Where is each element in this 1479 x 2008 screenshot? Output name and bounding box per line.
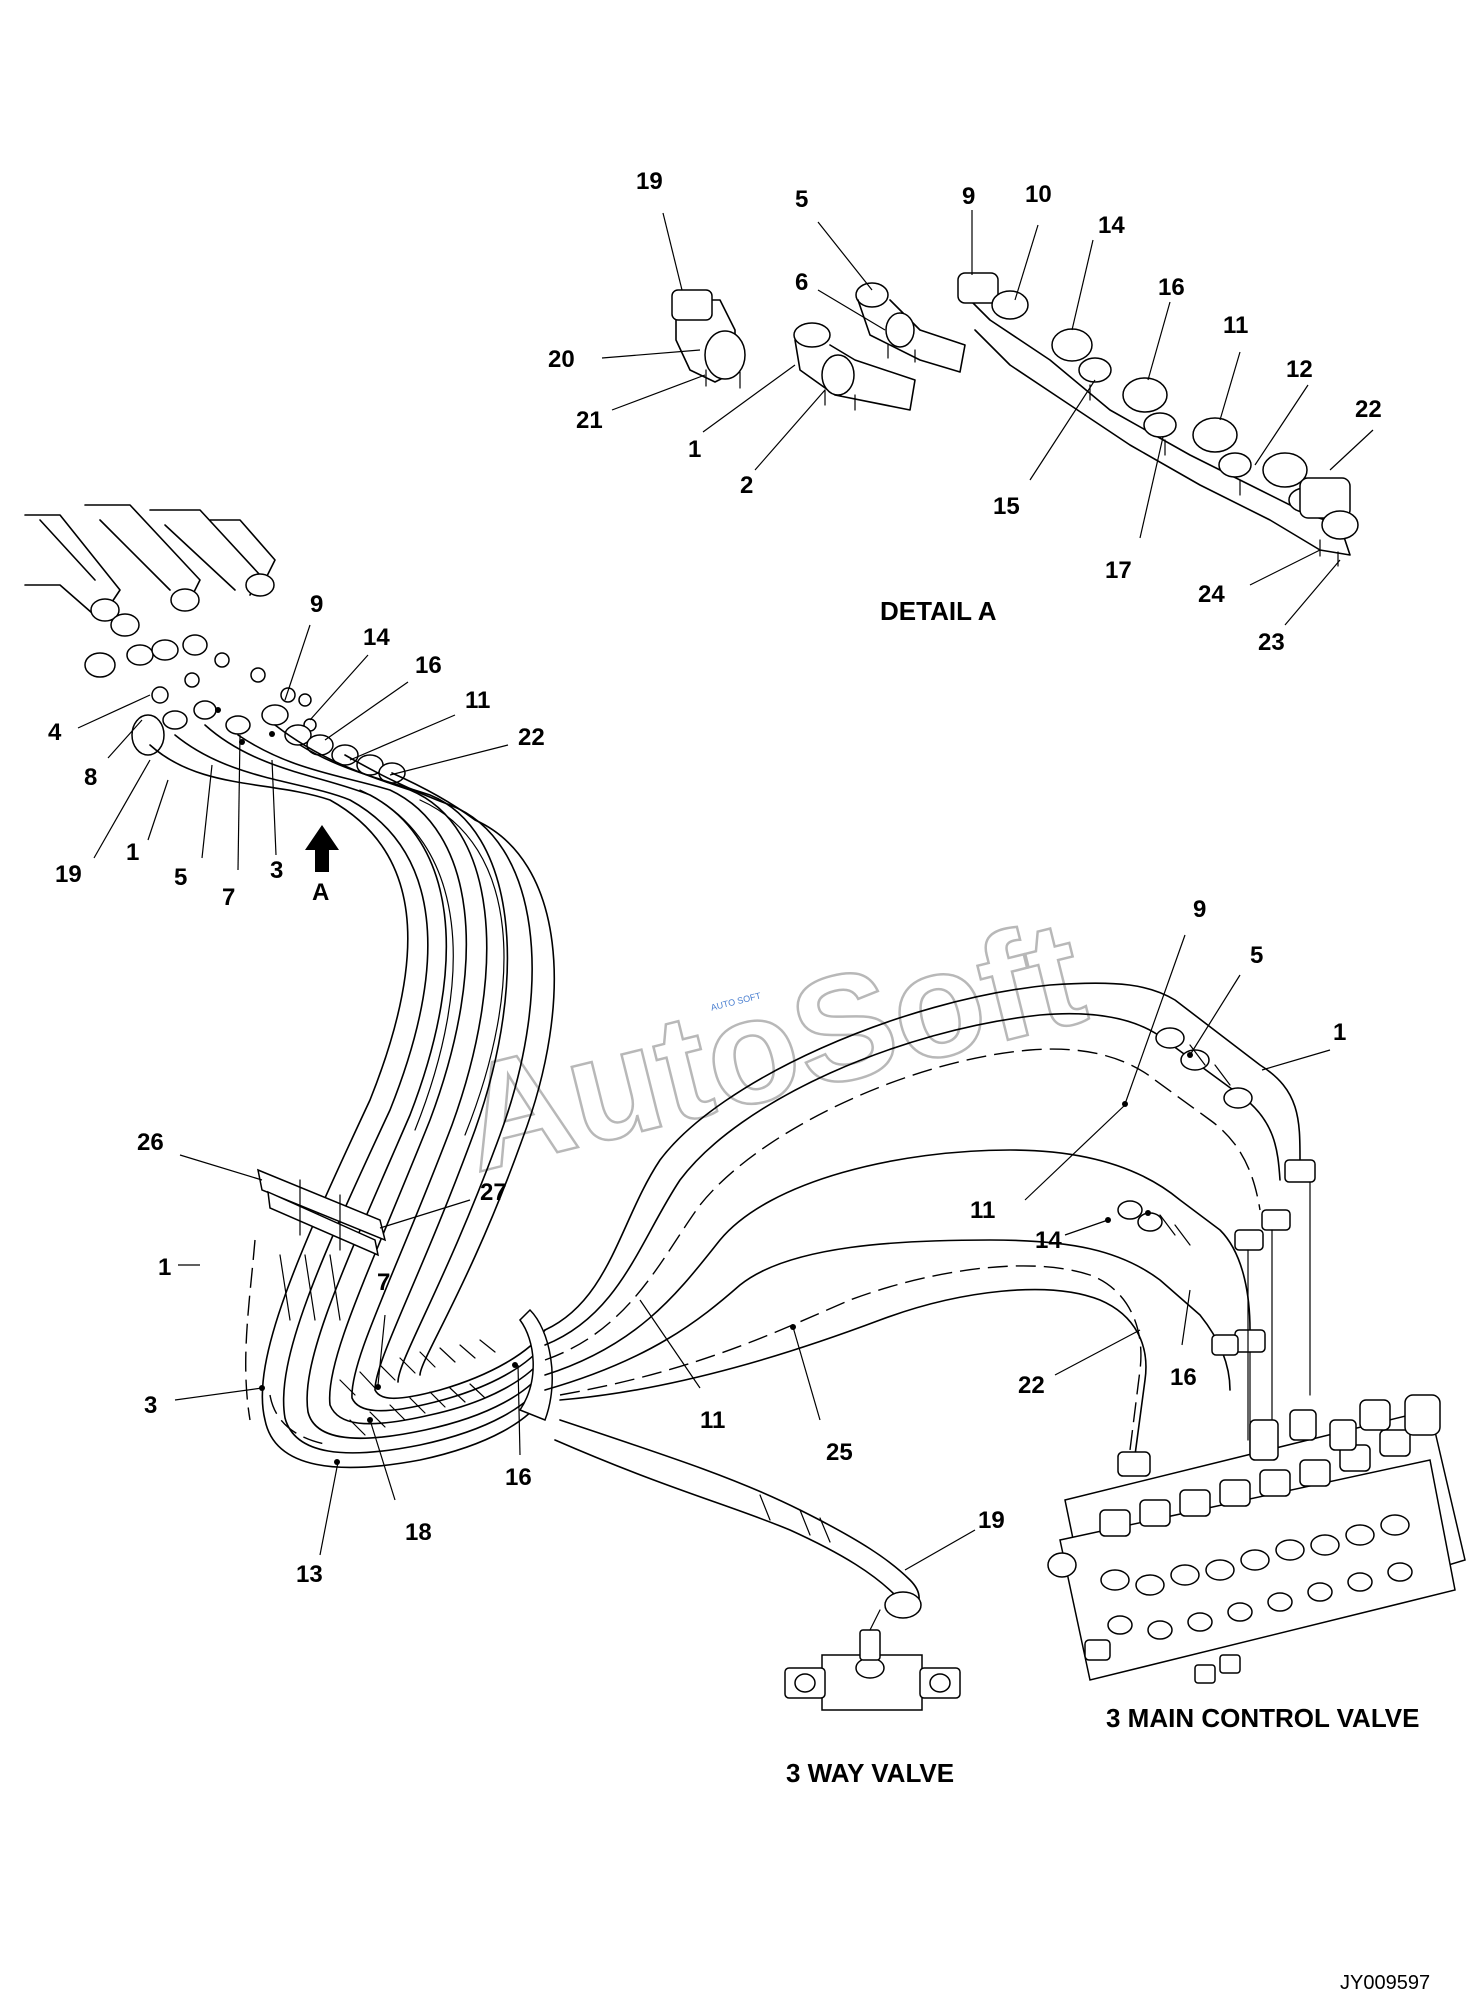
callout: 21	[576, 407, 603, 434]
main-control-valve-illustration	[1047, 1394, 1466, 1684]
callout: 5	[174, 864, 187, 891]
document-id: JY009597	[1340, 1972, 1430, 1994]
callout: 17	[1105, 557, 1132, 584]
hoses-to-valves	[544, 982, 1316, 1619]
three-way-valve-illustration	[784, 1609, 961, 1711]
callout: 16	[505, 1464, 532, 1491]
callout: 2	[740, 472, 753, 499]
hose-bundle	[149, 707, 556, 1469]
callout: 24	[1198, 581, 1225, 608]
callout: 11	[700, 1407, 725, 1434]
callout: 4	[48, 719, 62, 746]
callout: 14	[1035, 1227, 1062, 1254]
callout: 11	[970, 1197, 995, 1224]
callout: 11	[1223, 312, 1248, 339]
callout: 3	[144, 1392, 157, 1419]
callout: 1	[688, 436, 701, 463]
callout: 10	[1025, 181, 1052, 208]
callout: 1	[158, 1254, 171, 1281]
callout: 18	[405, 1519, 432, 1546]
callout: 16	[1158, 274, 1185, 301]
callout: 19	[636, 168, 663, 195]
callout: 3	[270, 857, 283, 884]
callout: 25	[826, 1439, 853, 1466]
main-control-valve-label: 3 MAIN CONTROL VALVE	[1106, 1703, 1419, 1733]
callout: 5	[795, 186, 808, 213]
callout: 1	[1333, 1019, 1346, 1046]
callout: 22	[1355, 396, 1382, 423]
callout: 23	[1258, 629, 1285, 656]
detail-a-callouts: 19 5 9 10 14 16 11 12 22 20 6 21 1 2 15 …	[548, 168, 1382, 656]
callout: 16	[415, 652, 442, 679]
callout: 19	[978, 1507, 1005, 1534]
callout: 7	[377, 1269, 390, 1296]
callout: 22	[1018, 1372, 1045, 1399]
callout: 16	[1170, 1364, 1197, 1391]
view-arrow-a: A	[305, 825, 339, 906]
callout: 9	[1193, 896, 1206, 923]
callout: 8	[84, 764, 97, 791]
three-way-valve-label: 3 WAY VALVE	[786, 1758, 954, 1788]
callout: 7	[222, 884, 235, 911]
detail-a-illustration	[671, 272, 1359, 567]
arrow-label: A	[312, 879, 329, 906]
callout: 6	[795, 269, 808, 296]
callout: 14	[363, 624, 390, 651]
callout: 26	[137, 1129, 164, 1156]
watermark: AutoSoft AUTO SOFT	[443, 886, 1100, 1205]
watermark-text: AutoSoft	[444, 887, 1099, 1203]
callout: 9	[962, 183, 975, 210]
callout: 22	[518, 724, 545, 751]
callout: 1	[126, 839, 139, 866]
callout: 27	[480, 1179, 507, 1206]
upper-fitting-cluster	[24, 504, 406, 784]
callout: 14	[1098, 212, 1125, 239]
callout: 9	[310, 591, 323, 618]
callout: 5	[1250, 942, 1263, 969]
callout: 19	[55, 861, 82, 888]
main-view-leaders	[77, 624, 1331, 1571]
callout: 11	[465, 687, 490, 714]
callout: 20	[548, 346, 575, 373]
detail-a-leaders	[601, 210, 1374, 626]
detail-a-caption: DETAIL A	[880, 596, 997, 626]
main-view-callouts: 9 14 16 11 22 4 8 19 1 5 7 3 26 27 1 7 3…	[48, 591, 1346, 1588]
callout: 15	[993, 493, 1020, 520]
callout: 12	[1286, 356, 1313, 383]
callout: 13	[296, 1561, 323, 1588]
